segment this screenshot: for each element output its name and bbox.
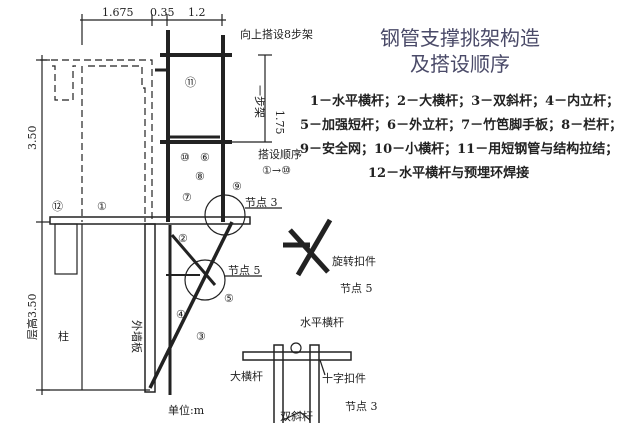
beam [54, 223, 78, 275]
circled-markers: ⑪ ⑩ ⑥ ⑧ ⑨ ⑦ ⑫ ① ② ⑤ ④ ③ [52, 76, 242, 343]
marker-2: ② [178, 232, 188, 245]
horizontal-bar-label: 水平横杆 [300, 315, 344, 329]
node-3-detail [242, 342, 352, 423]
legend-line-3: 9－安全网；10－小横杆；11－用短钢管与结构拉结； [300, 142, 617, 157]
marker-8: ⑧ [195, 170, 205, 183]
dim-1675: 1.675 [102, 6, 134, 19]
dim-12: 1.2 [188, 6, 206, 19]
node3-detail-label: 节点 3 [345, 400, 378, 413]
marker-11: ⑪ [185, 76, 196, 89]
legend-line-2: 5－加强短杆；6－外立杆；7－竹笆脚手板；8－栏杆； [300, 118, 617, 133]
marker-9: ⑨ [232, 180, 242, 193]
legend-line-4: 12－水平横杆与预埋环焊接 [368, 166, 530, 181]
marker-4: ④ [176, 308, 186, 321]
double-diagonal-label: 双斜杆 [280, 409, 313, 423]
sequence-range: ①→⑩ [262, 164, 291, 177]
step-label: 一步架 [253, 85, 266, 118]
dim-floor-height: 层高3.50 [25, 294, 39, 341]
node-3-circle [204, 194, 246, 236]
marker-7: ⑦ [182, 191, 192, 204]
dim-035: 0.35 [150, 6, 175, 19]
node5-detail-label: 节点 5 [340, 282, 373, 295]
sequence-label: 搭设顺序 [258, 147, 302, 161]
node-5-detail [283, 218, 333, 277]
node-5-circle [184, 259, 226, 301]
build-up-label: 向上搭设8步架 [240, 27, 313, 41]
dashed-upper-floor [40, 59, 153, 222]
wall-label: 外墙板 [130, 320, 144, 353]
marker-6: ⑥ [200, 151, 210, 164]
title-line-2: 及搭设顺序 [410, 52, 510, 76]
title-line-1: 钢管支撑挑架构造 [380, 26, 540, 50]
diagonal-bar [148, 221, 234, 389]
big-bar-label: 大横杆 [230, 369, 263, 383]
dim-height: 3.50 [26, 126, 39, 151]
node3-label: 节点 3 [245, 196, 278, 209]
marker-5: ⑤ [224, 292, 234, 305]
marker-12: ⑫ [52, 200, 63, 213]
marker-3: ③ [196, 330, 206, 343]
dim-step: 1.75 [273, 110, 286, 135]
wall-panel [144, 223, 156, 393]
marker-1: ① [97, 200, 107, 213]
floor-slab [49, 216, 251, 225]
rotating-clamp-label: 旋转扣件 [332, 254, 376, 268]
node5-label: 节点 5 [228, 264, 261, 277]
marker-10: ⑩ [180, 151, 190, 164]
legend-line-1: 1－水平横杆；2－大横杆；3－双斜杆；4－内立杆； [310, 94, 617, 109]
cross-clamp-label: 十字扣件 [322, 371, 366, 385]
column-label: 柱 [58, 329, 69, 343]
unit-label: 单位:m [168, 403, 205, 417]
